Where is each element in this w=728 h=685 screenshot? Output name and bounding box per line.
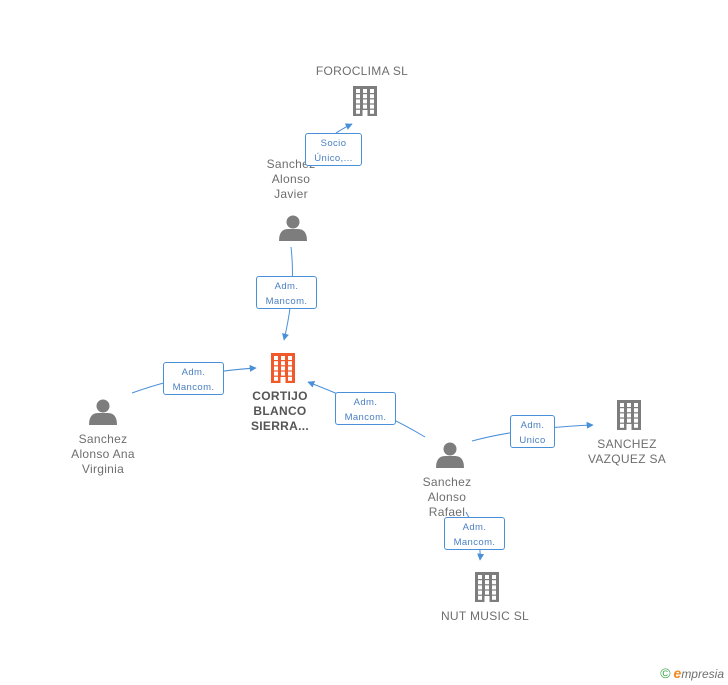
- virginia-person-icon[interactable]: [89, 399, 117, 426]
- nut-music-building-icon[interactable]: [475, 572, 499, 602]
- label-line: Sanchez: [266, 157, 316, 171]
- relation-label-line: Adm.: [353, 397, 378, 408]
- relation-label-line: Mancom.: [265, 296, 308, 307]
- foroclima-building-icon[interactable]: [353, 86, 377, 116]
- label-line: Alonso Ana: [71, 447, 135, 461]
- label-line: Virginia: [81, 462, 125, 476]
- label-line: CORTIJO: [252, 389, 308, 403]
- relation-label-rafael-cortijo[interactable]: Adm. Mancom.: [335, 392, 396, 425]
- label-line: Sanchez: [78, 432, 128, 446]
- relation-label-line: Socio: [320, 138, 347, 149]
- relation-label-line: Adm.: [181, 367, 206, 378]
- sanchez-vazquez-building-icon[interactable]: [617, 400, 641, 430]
- relation-label-rafael-sanchez_vazquez[interactable]: Adm. Unico: [510, 415, 555, 448]
- relation-label-line: Mancom.: [453, 537, 496, 548]
- relation-label-line: Mancom.: [172, 382, 215, 393]
- label-line: SANCHEZ: [597, 437, 657, 451]
- rafael-person-icon[interactable]: [436, 442, 464, 469]
- foroclima-label[interactable]: FOROCLIMA SL: [302, 64, 422, 79]
- label-line: Alonso: [271, 172, 311, 186]
- relation-label-javier-cortijo[interactable]: Adm. Mancom.: [256, 276, 317, 309]
- relation-label-line: Mancom.: [344, 412, 387, 423]
- javier-person-icon[interactable]: [279, 215, 307, 242]
- relation-label-line: Adm.: [462, 522, 487, 533]
- relation-label-line: Adm.: [520, 420, 545, 431]
- label-line: VAZQUEZ SA: [587, 452, 667, 466]
- label-line: NUT MUSIC SL: [440, 609, 530, 623]
- label-line: Javier: [274, 187, 308, 201]
- relation-label-line: Adm.: [274, 281, 299, 292]
- cortijo-building-icon[interactable]: [271, 353, 295, 383]
- nut-music-label[interactable]: NUT MUSIC SL: [425, 609, 545, 624]
- brand-logo: ©empresia: [660, 665, 724, 681]
- relation-label-line: Único,...: [314, 153, 353, 164]
- label-line: Sanchez: [422, 475, 472, 489]
- label-line: SIERRA...: [250, 419, 310, 433]
- label-line: Alonso: [427, 490, 467, 504]
- copyright-icon: ©: [660, 665, 671, 681]
- relation-label-line: Unico: [519, 435, 546, 446]
- relation-label-rafael-nut_music[interactable]: Adm. Mancom.: [444, 517, 505, 550]
- relation-label-virginia-cortijo[interactable]: Adm. Mancom.: [163, 362, 224, 395]
- label-line: BLANCO: [253, 404, 307, 418]
- label-line: Rafael: [428, 505, 466, 519]
- label-line: FOROCLIMA SL: [315, 64, 409, 78]
